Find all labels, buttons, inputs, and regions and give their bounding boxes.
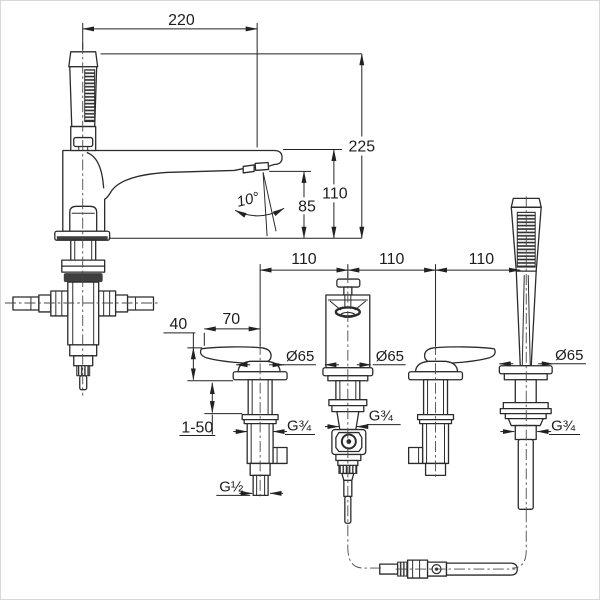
dim-height-spout: 110 [322, 185, 348, 202]
valve-step-2 [73, 355, 94, 367]
shower-hose-guide-tube [517, 438, 534, 510]
valve-ribbed-section [76, 365, 91, 377]
shower-escutcheon-lip [503, 373, 548, 381]
diverter-knob [336, 278, 361, 288]
dim-lever-height: 40 [170, 316, 188, 333]
mounting-washer-2 [61, 265, 106, 273]
shower-escutcheon [498, 365, 553, 375]
shower-thread-tube [514, 424, 537, 441]
left-inlet-ring [38, 294, 52, 313]
escutcheon-seal [56, 236, 108, 240]
dim-mounting-range: 1-50 [181, 420, 213, 437]
dim-spacing-a: 110 [291, 251, 317, 268]
dim-thread-spout-inlet: G½ [219, 478, 244, 495]
dim-spacing-c: 110 [469, 251, 495, 268]
dim-dia-handle: Ø65 [286, 348, 314, 365]
dim-dia-shower: Ø65 [555, 347, 583, 364]
holder-bracket-stem [78, 146, 89, 151]
right-inlet-pipe [126, 296, 155, 311]
handshower-unit [498, 197, 553, 510]
left-inlet-nut [50, 290, 69, 317]
deck-valve-body [12, 239, 155, 391]
left-inlet-pipe [12, 296, 40, 311]
holder-bracket [73, 136, 94, 148]
dim-dia-diverter: Ø65 [376, 348, 404, 365]
centerlines [4, 42, 527, 570]
mounting-washer-1 [61, 259, 106, 267]
dim-stream-angle: 10° [235, 189, 261, 211]
dim-thread-shower: G¾ [551, 418, 576, 435]
dim-spout-reach: 220 [168, 12, 195, 29]
grip-recess [69, 205, 98, 232]
valve-step-1 [69, 344, 98, 357]
water-stream-line-1 [262, 172, 268, 237]
dim-height-outlet: 85 [298, 198, 316, 215]
dim-spacing-b: 110 [379, 251, 405, 268]
right-inlet-nut [98, 290, 117, 317]
aerator-part-2 [254, 161, 270, 172]
dim-thread-handle: G¾ [287, 418, 312, 435]
diverter-valve-seat [340, 433, 357, 450]
spout-side-view [54, 51, 283, 241]
hose-path-shower [512, 511, 527, 569]
spout-root-fillet [86, 151, 105, 189]
valve-tailpiece [79, 375, 88, 391]
water-stream-line-2 [262, 172, 277, 232]
dim-height-total: 225 [348, 138, 375, 155]
shower-mounting-nut [507, 417, 544, 427]
dimensions: 220 225 110 85 10° 110 110 110 70 40 [82, 12, 587, 496]
handle-unit-right [407, 346, 496, 477]
right-inlet-ring [114, 294, 129, 313]
handle-left-inlet-tail [252, 474, 269, 496]
mounting-nut-dark [63, 273, 103, 283]
hose-path-diverter [347, 525, 382, 569]
handle-unit-left [199, 346, 288, 496]
dim-thread-diverter: G¾ [369, 408, 394, 425]
angle-arc [234, 207, 285, 218]
handshower-sprayface-side [84, 69, 96, 123]
handshower-cap-side [68, 51, 99, 68]
dim-lever-length: 70 [222, 311, 240, 328]
aerator-part-1 [242, 164, 255, 174]
hose-nipple-tip [379, 563, 399, 575]
shower-shank [514, 379, 537, 404]
